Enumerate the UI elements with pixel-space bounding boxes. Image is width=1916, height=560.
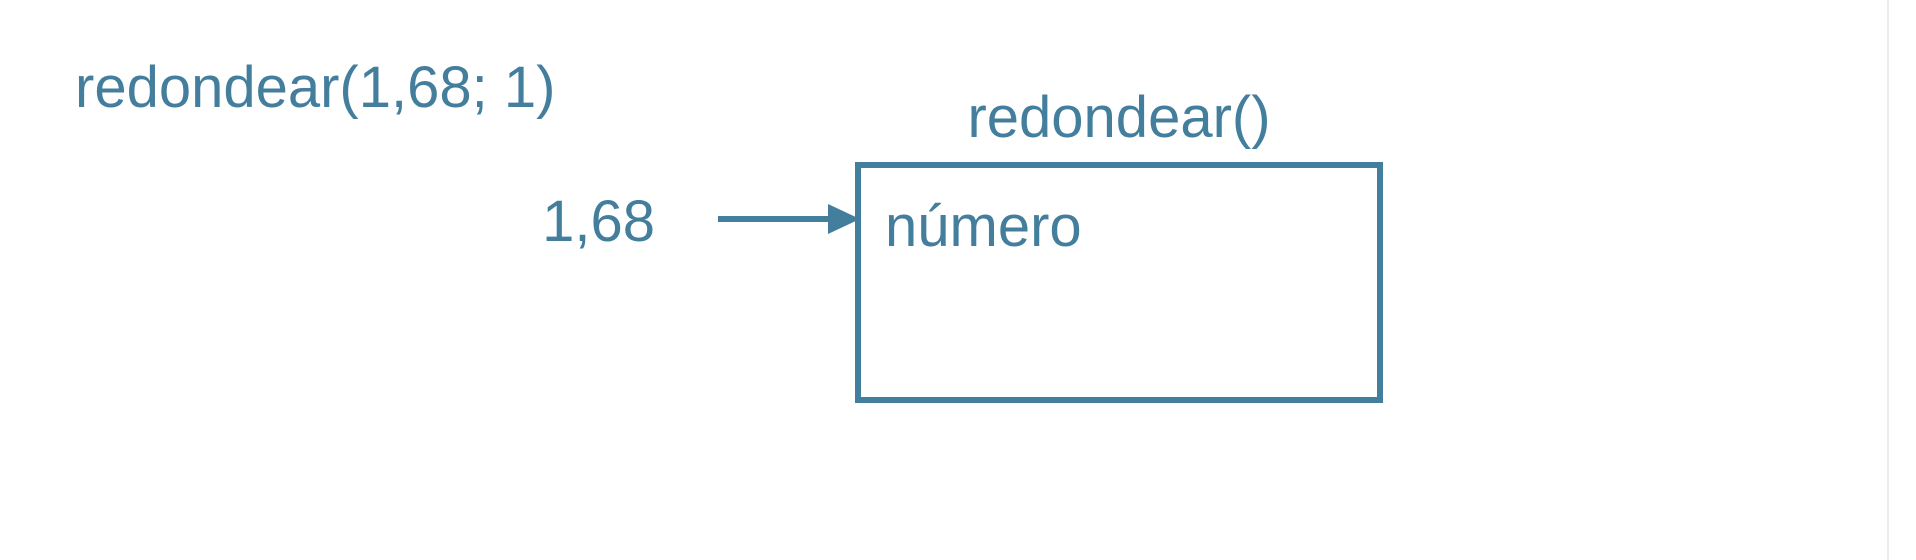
right-arrow-icon [718,199,860,239]
slide-right-edge-line [1887,0,1889,560]
argument-value-label: 1,68 [542,189,655,254]
parameter-name-label: número [885,194,1082,259]
function-box: número [855,162,1383,403]
call-expression-label: redondear(1,68; 1) [75,55,556,120]
function-name-label: redondear() [967,85,1271,150]
